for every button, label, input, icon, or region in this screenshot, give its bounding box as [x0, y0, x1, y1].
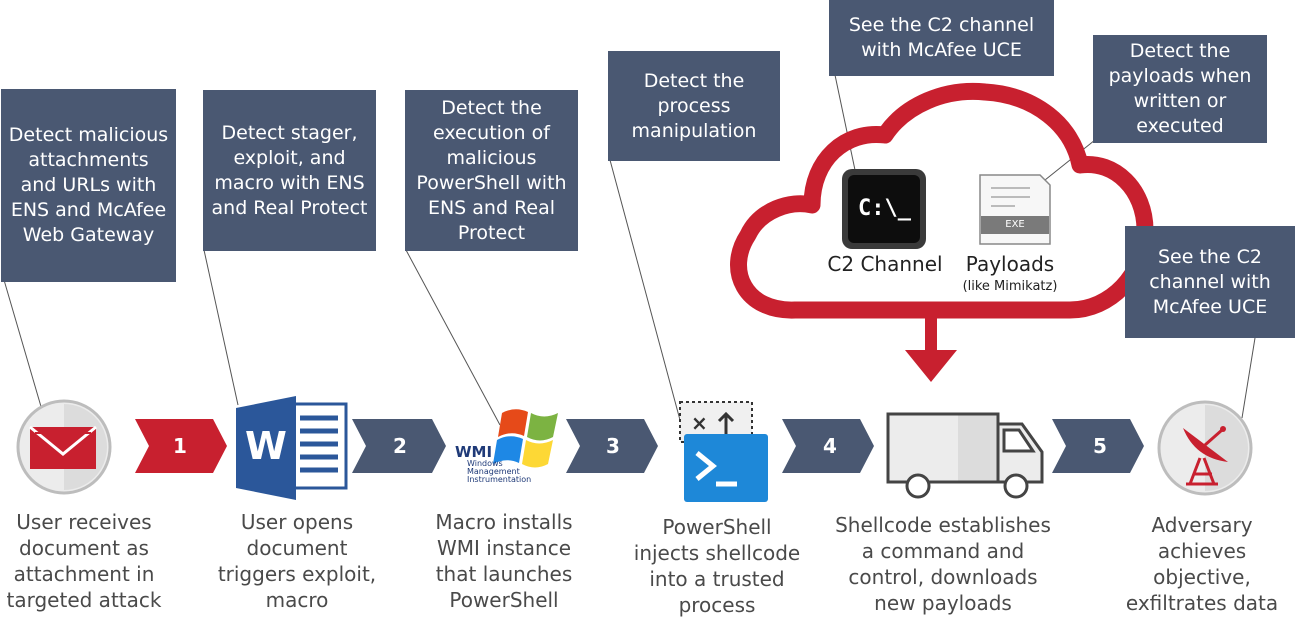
chevron-4	[782, 419, 874, 473]
powershell-icon: ×	[679, 401, 768, 502]
word-icon: W	[236, 396, 348, 500]
exe-file-icon	[979, 174, 1051, 245]
callout-email-detection: Detect malicious attachments and URLs wi…	[1, 89, 176, 282]
wmi-logo-title: WMI	[455, 443, 493, 461]
satellite-dish-icon	[1157, 400, 1253, 496]
step-desc-open-document: User opens document triggers exploit, ma…	[217, 510, 377, 612]
step-desc-receive-document: User receives document as attachment in …	[6, 510, 162, 612]
step-desc-macro-wmi: Macro installs WMI instance that launche…	[435, 510, 573, 612]
chevron-3	[566, 419, 658, 473]
terminal-icon	[842, 169, 926, 249]
truck-icon	[886, 412, 1044, 499]
step-number-4: 4	[823, 434, 837, 458]
callout-word-detection: Detect stager, exploit, and macro with E…	[203, 90, 376, 251]
wmi-logo-line1: Windows	[467, 459, 503, 468]
envelope-icon	[16, 399, 112, 495]
chevron-1	[135, 419, 227, 473]
callout-payloads-detection: Detect the payloads when written or exec…	[1093, 35, 1267, 143]
payloads-label: Payloads	[965, 252, 1055, 276]
exe-label: EXE	[1005, 219, 1025, 230]
cloud-down-arrow	[905, 318, 957, 382]
windows-flag-icon	[493, 409, 558, 468]
wmi-logo-line2: Management	[467, 467, 520, 476]
cloud-shape	[730, 82, 1154, 319]
callout-c2-top: See the C2 channel with McAfee UCE	[829, 0, 1054, 76]
svg-text:×: ×	[691, 411, 708, 435]
chevron-2	[352, 419, 446, 473]
chevron-5	[1052, 419, 1144, 473]
c2-channel-label: C2 Channel	[827, 252, 943, 276]
callout-c2-right: See the C2 channel with McAfee UCE	[1125, 226, 1295, 338]
callout-process-detection: Detect the process manipulation	[608, 51, 780, 161]
step-desc-shellcode-c2: Shellcode establishes a command and cont…	[835, 513, 1051, 615]
step-number-1: 1	[173, 434, 187, 458]
callout-wmi-detection: Detect the execution of malicious PowerS…	[405, 90, 578, 251]
svg-text:W: W	[245, 424, 287, 468]
step-desc-adversary-objective: Adversary achieves objective, exfiltrate…	[1125, 513, 1279, 615]
step-desc-powershell-inject: PowerShell injects shellcode into a trus…	[633, 515, 801, 617]
wmi-logo-line3: Instrumentation	[467, 475, 532, 484]
step-number-2: 2	[393, 434, 407, 458]
terminal-prompt: C:\_	[858, 196, 911, 221]
leader-lines	[3, 74, 1256, 426]
step-number-3: 3	[606, 434, 620, 458]
payloads-sublabel: (like Mimikatz)	[962, 279, 1058, 294]
step-number-5: 5	[1093, 434, 1107, 458]
chevron-arrows	[135, 419, 1144, 473]
